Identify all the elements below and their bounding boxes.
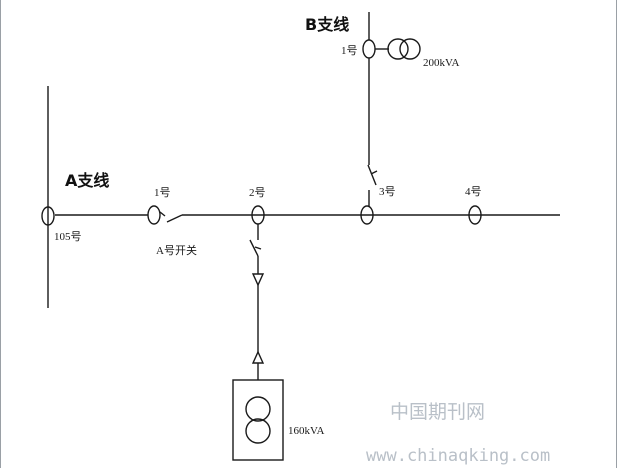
b-branch-switch-blade <box>367 164 377 186</box>
pole-2-fuse-blade <box>249 239 259 257</box>
b-pole-1-label: 1号 <box>341 44 358 57</box>
a-pole-1-symbol <box>147 205 161 225</box>
transformer-160-coil-bottom <box>245 418 271 444</box>
transformer-160-coil-top <box>245 396 271 422</box>
a-switch-mark <box>159 211 166 217</box>
branch-b-label: B支线 <box>305 15 349 34</box>
pole-105-label: 105号 <box>54 230 82 243</box>
box-transformer-enclosure <box>232 379 284 461</box>
pole-2-fuse-tick <box>254 246 262 250</box>
b-transformer-rating: 200kVA <box>423 57 460 69</box>
down-arrow-icon <box>251 273 265 287</box>
a-switch-blade <box>166 214 183 223</box>
transformer-200-coil-left <box>387 38 409 60</box>
b-pole-1-symbol <box>362 39 376 59</box>
watermark-site-name: 中国期刊网 <box>390 401 485 423</box>
a-pole-3-symbol <box>360 205 374 225</box>
a-pole-3-label: 3号 <box>379 185 396 198</box>
up-arrow-icon <box>251 350 265 364</box>
watermark-url: www.chinaqking.com <box>366 446 550 466</box>
branch-a-label: A支线 <box>65 171 109 190</box>
a-pole-1-label: 1号 <box>154 186 171 199</box>
transformer-200-coil-right <box>399 38 421 60</box>
a-pole-4-symbol <box>468 205 482 225</box>
a-pole-4-label: 4号 <box>465 185 482 198</box>
pole-105-symbol <box>41 206 55 226</box>
a-switch-label: A号开关 <box>156 243 197 257</box>
b-branch-switch-tick <box>370 170 378 175</box>
a-pole-2-label: 2号 <box>249 186 266 199</box>
a-transformer-rating: 160kVA <box>288 425 325 437</box>
